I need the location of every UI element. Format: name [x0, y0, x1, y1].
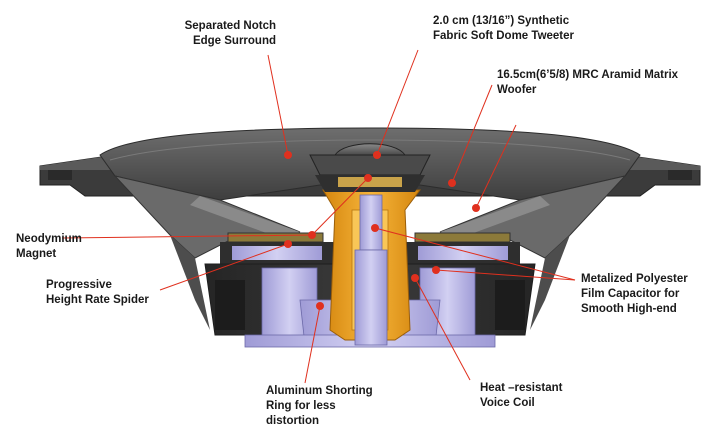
label-spider: Progressive Height Rate Spider: [46, 278, 149, 308]
label-magnet-line1: Neodymium: [16, 233, 82, 245]
leader-voice-coil: [414, 277, 471, 381]
label-shorting-ring-line1: Aluminum Shorting: [266, 385, 373, 397]
tweeter: [309, 143, 431, 192]
leader-capacitor-2: [435, 269, 576, 281]
dot-spider: [284, 240, 292, 248]
label-shorting-ring-line3: distortion: [266, 415, 320, 427]
label-tweeter-line1: 2.0 cm (13/16”) Synthetic: [433, 15, 570, 27]
leader-surround: [267, 54, 289, 156]
basket: [113, 175, 627, 330]
dot-tweeter-magnet: [364, 174, 372, 182]
label-capacitor: Metalized Polyester Film Capacitor for S…: [581, 272, 688, 317]
dot-voice-coil: [411, 274, 419, 282]
leader-spider: [159, 243, 289, 291]
leader-capacitor-1: [374, 227, 576, 281]
voice-coil-former: [322, 189, 421, 346]
leader-lines: [61, 49, 576, 384]
label-woofer: 16.5cm(6’5/8) MRC Aramid Matrix Woofer: [497, 68, 678, 98]
leader-magnet: [61, 234, 313, 239]
label-surround: Separated Notch Edge Surround: [160, 19, 276, 49]
dot-surround: [284, 151, 292, 159]
label-capacitor-line3: Smooth High-end: [581, 303, 677, 315]
label-woofer-line1: 16.5cm(6’5/8) MRC Aramid Matrix: [497, 69, 679, 81]
dot-woofer-1: [448, 179, 456, 187]
label-tweeter: 2.0 cm (13/16”) Synthetic Fabric Soft Do…: [433, 14, 574, 44]
leader-dots: [284, 151, 480, 310]
dot-woofer-2: [472, 204, 480, 212]
label-capacitor-line1: Metalized Polyester: [581, 273, 688, 285]
label-capacitor-line2: Film Capacitor for: [581, 288, 680, 300]
label-surround-line1: Separated Notch: [184, 20, 276, 32]
label-voice-coil-line2: Voice Coil: [480, 397, 535, 409]
dot-capacitor-1: [371, 224, 379, 232]
leader-tweeter-magnet: [311, 177, 369, 236]
label-voice-coil-line1: Heat –resistant: [480, 382, 563, 394]
dot-capacitor-2: [432, 266, 440, 274]
dot-tweeter: [373, 151, 381, 159]
label-magnet: Neodymium Magnet: [16, 232, 82, 262]
label-shorting-ring: Aluminum Shorting Ring for less distorti…: [266, 384, 373, 429]
label-voice-coil: Heat –resistant Voice Coil: [480, 381, 562, 411]
leader-shorting-ring: [304, 305, 321, 384]
label-spider-line1: Progressive: [46, 279, 112, 291]
dot-magnet: [308, 231, 316, 239]
leader-woofer-1: [451, 84, 493, 184]
label-shorting-ring-line2: Ring for less: [266, 400, 336, 412]
leader-woofer-2: [475, 124, 517, 209]
leader-tweeter: [376, 49, 419, 156]
label-surround-line2: Edge Surround: [192, 35, 276, 47]
label-woofer-line2: Woofer: [497, 84, 537, 96]
dot-shorting-ring: [316, 302, 324, 310]
label-tweeter-line2: Fabric Soft Dome Tweeter: [433, 30, 575, 42]
label-magnet-line2: Magnet: [16, 248, 57, 260]
label-spider-line2: Height Rate Spider: [46, 294, 149, 306]
